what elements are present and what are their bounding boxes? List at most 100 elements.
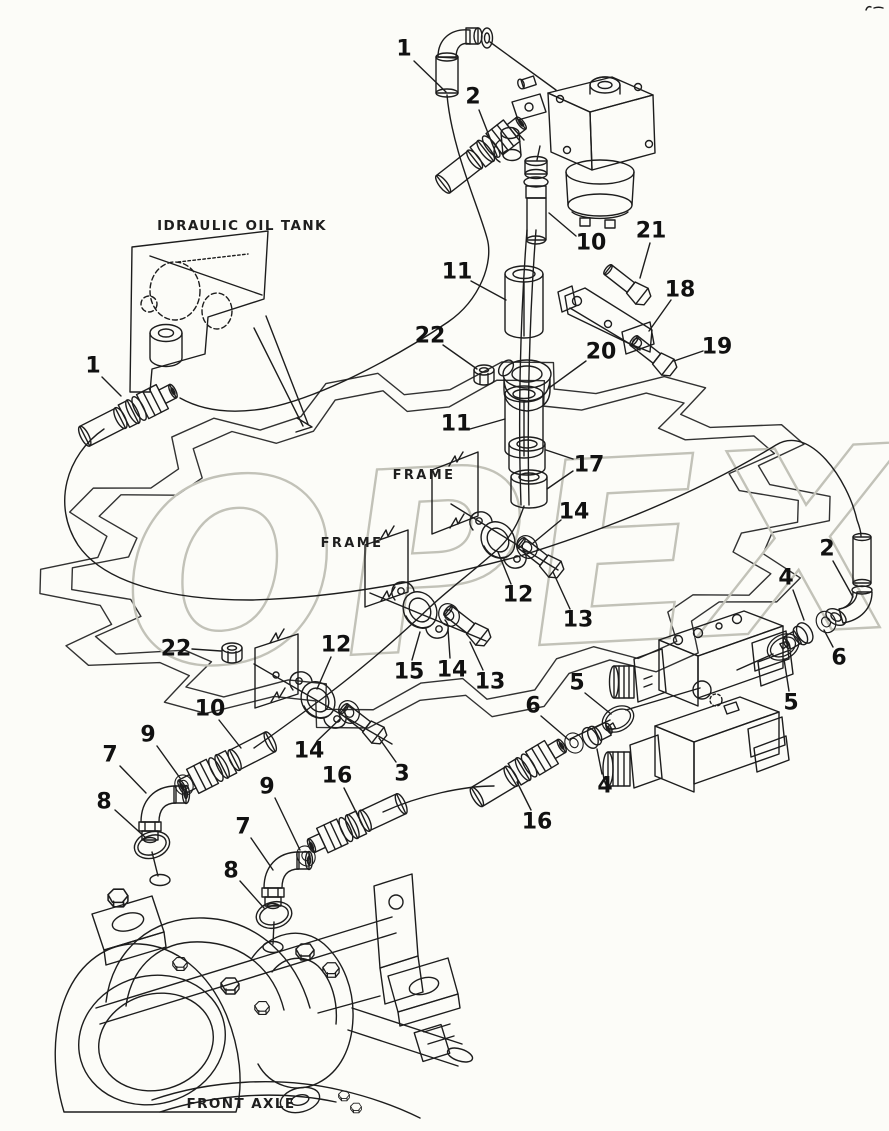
fitting-4-left bbox=[578, 715, 620, 752]
hydraulic-oil-tank-label: IDRAULIC OIL TANK bbox=[157, 218, 327, 234]
frame-plate-lower bbox=[254, 628, 299, 709]
callout-2-leader bbox=[478, 109, 498, 157]
callout-6-leader bbox=[540, 715, 570, 741]
callout-18-leader bbox=[648, 299, 672, 332]
callout-9-leader bbox=[274, 797, 301, 851]
callout-4: 4 bbox=[778, 566, 793, 591]
hose-1-tube bbox=[179, 94, 490, 412]
callout-2: 2 bbox=[465, 85, 480, 110]
callout-16: 16 bbox=[522, 810, 553, 835]
callout-10: 10 bbox=[195, 697, 226, 722]
callout-22: 22 bbox=[415, 324, 446, 349]
callout-14-leader bbox=[447, 628, 451, 659]
callout-7: 7 bbox=[102, 743, 117, 768]
callout-10-leader bbox=[548, 212, 577, 237]
callout-9: 9 bbox=[259, 775, 274, 800]
callout-5-leader bbox=[783, 658, 790, 692]
callout-8: 8 bbox=[223, 859, 238, 884]
fitting-2-top bbox=[430, 110, 533, 198]
frame-plates bbox=[254, 451, 479, 709]
callout-19: 19 bbox=[702, 335, 733, 360]
callout-11: 11 bbox=[442, 260, 473, 285]
callout-17-leader bbox=[545, 449, 574, 460]
callout-12: 12 bbox=[321, 633, 352, 658]
front-axle-drawing bbox=[54, 873, 474, 1119]
hose-16-tube bbox=[382, 785, 495, 813]
callout-13-leader bbox=[552, 571, 571, 610]
callout-14: 14 bbox=[437, 658, 468, 683]
callout-6-leader bbox=[823, 629, 834, 648]
callout-11-leader bbox=[470, 280, 507, 301]
callout-4-leader bbox=[596, 748, 603, 775]
elbow-7-left-drop bbox=[151, 851, 159, 877]
hose-10-column-a bbox=[518, 229, 528, 506]
callout-17-leader bbox=[546, 470, 574, 490]
callout-2-leader bbox=[832, 560, 854, 598]
steering-valve-drawing bbox=[493, 75, 656, 229]
frame-upper-label: FRAME bbox=[393, 468, 456, 483]
callout-3-leader bbox=[378, 737, 397, 763]
callout-14: 14 bbox=[559, 500, 590, 525]
callout-1-leader bbox=[413, 60, 447, 93]
hydraulic-tank-drawing bbox=[129, 230, 313, 433]
hose-1-top-elbow bbox=[435, 27, 494, 98]
hose-loop-tube bbox=[64, 428, 862, 601]
callout-3: 3 bbox=[394, 762, 409, 787]
callout-1: 1 bbox=[396, 37, 411, 62]
frame-lower-label: FRAME bbox=[321, 536, 384, 551]
callout-18: 18 bbox=[665, 278, 696, 303]
callout-8: 8 bbox=[96, 790, 111, 815]
corner-artifact bbox=[865, 5, 884, 11]
elbow-7-right-drop bbox=[272, 921, 275, 945]
clamp-20 bbox=[497, 359, 552, 412]
bracket-18 bbox=[557, 285, 655, 355]
valve-block-drawing bbox=[602, 610, 794, 793]
callout-16-leader bbox=[343, 787, 360, 819]
callout-5-leader bbox=[584, 692, 612, 715]
callout-15: 15 bbox=[394, 660, 425, 685]
o-ring-8-left bbox=[130, 826, 174, 864]
callout-8-leader bbox=[114, 809, 147, 839]
callout-7: 7 bbox=[235, 815, 250, 840]
callout-9-leader bbox=[156, 745, 181, 779]
callout-20: 20 bbox=[586, 340, 617, 365]
callout-2: 2 bbox=[819, 537, 834, 562]
callout-9: 9 bbox=[140, 723, 155, 748]
callout-15-leader bbox=[411, 631, 421, 661]
callout-7-leader bbox=[119, 765, 147, 794]
callout-21: 21 bbox=[636, 219, 667, 244]
fitting-10-top bbox=[523, 155, 549, 245]
callout-11: 11 bbox=[441, 412, 472, 437]
callout-13-leader bbox=[469, 641, 484, 671]
callout-14: 14 bbox=[294, 739, 325, 764]
callout-1: 1 bbox=[85, 354, 100, 379]
callout-16: 16 bbox=[322, 764, 353, 789]
callout-10: 10 bbox=[576, 231, 607, 256]
hose-16-end-fitting bbox=[302, 789, 412, 860]
callout-14-leader bbox=[316, 718, 341, 742]
callout-12-leader bbox=[497, 551, 512, 585]
callout-14-leader bbox=[531, 519, 562, 545]
callout-11-leader bbox=[469, 418, 506, 430]
callout-5: 5 bbox=[783, 691, 798, 716]
elbow-2-right bbox=[825, 532, 873, 627]
callout-8-leader bbox=[239, 880, 265, 909]
callout-22: 22 bbox=[161, 637, 192, 662]
callout-19-leader bbox=[673, 350, 704, 362]
callout-7-leader bbox=[250, 837, 274, 871]
callout-12-leader bbox=[316, 656, 332, 690]
hose-routing-lines bbox=[64, 41, 862, 945]
callout-20-leader bbox=[548, 360, 587, 389]
callout-17: 17 bbox=[574, 453, 605, 478]
callout-13: 13 bbox=[563, 608, 594, 633]
elbow-7-right bbox=[261, 850, 314, 910]
callout-22-leader bbox=[442, 344, 478, 370]
callout-5: 5 bbox=[569, 671, 584, 696]
frame-plate-upper bbox=[431, 451, 479, 535]
clamp-axis-1 bbox=[450, 503, 559, 571]
callout-12: 12 bbox=[503, 583, 534, 608]
hose-10-tube bbox=[253, 505, 525, 749]
